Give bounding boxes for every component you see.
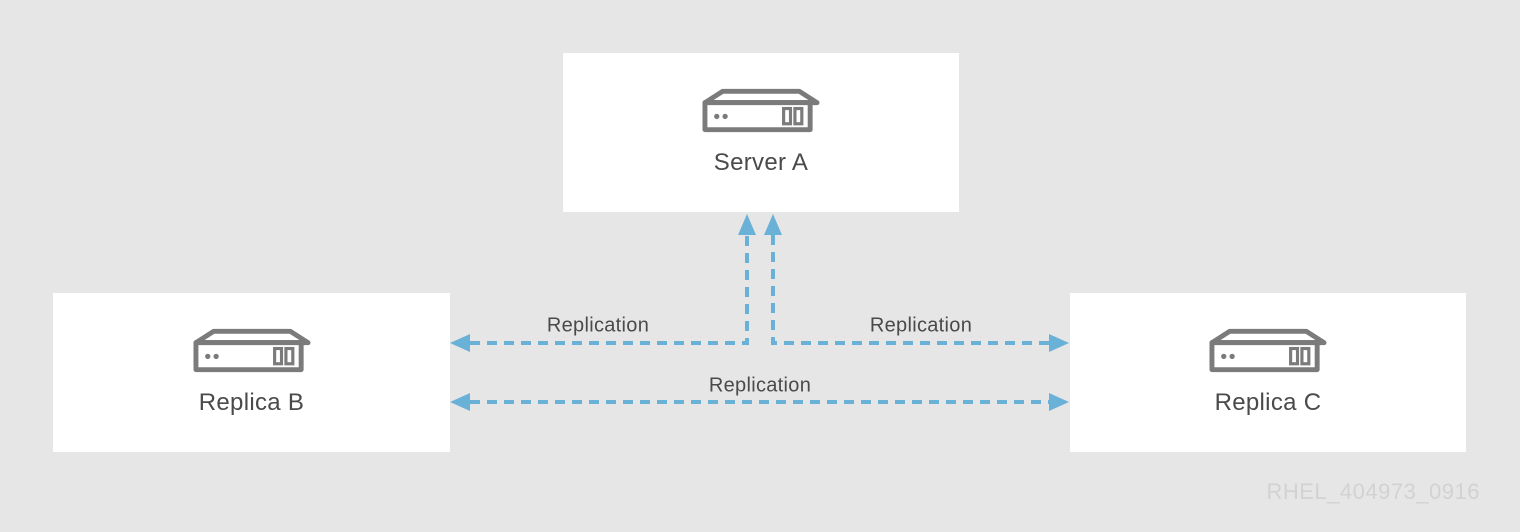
node-label: Server A bbox=[713, 149, 809, 176]
connection-label-replica-c-server-a: Replication bbox=[869, 314, 973, 337]
node-replica-b: Replica B bbox=[53, 293, 450, 452]
watermark-text: RHEL_404973_0916 bbox=[1266, 479, 1480, 504]
node-server-a: Server A bbox=[563, 53, 959, 212]
server-icon bbox=[702, 88, 820, 134]
node-replica-c: Replica C bbox=[1070, 293, 1466, 452]
server-icon bbox=[192, 328, 311, 374]
node-label: Replica C bbox=[1214, 389, 1322, 416]
server-icon bbox=[1209, 328, 1327, 374]
connection-label-replica-b-replica-c: Replication bbox=[708, 374, 812, 397]
node-label: Replica B bbox=[198, 389, 305, 416]
connection-label-replica-b-server-a: Replication bbox=[546, 314, 650, 337]
